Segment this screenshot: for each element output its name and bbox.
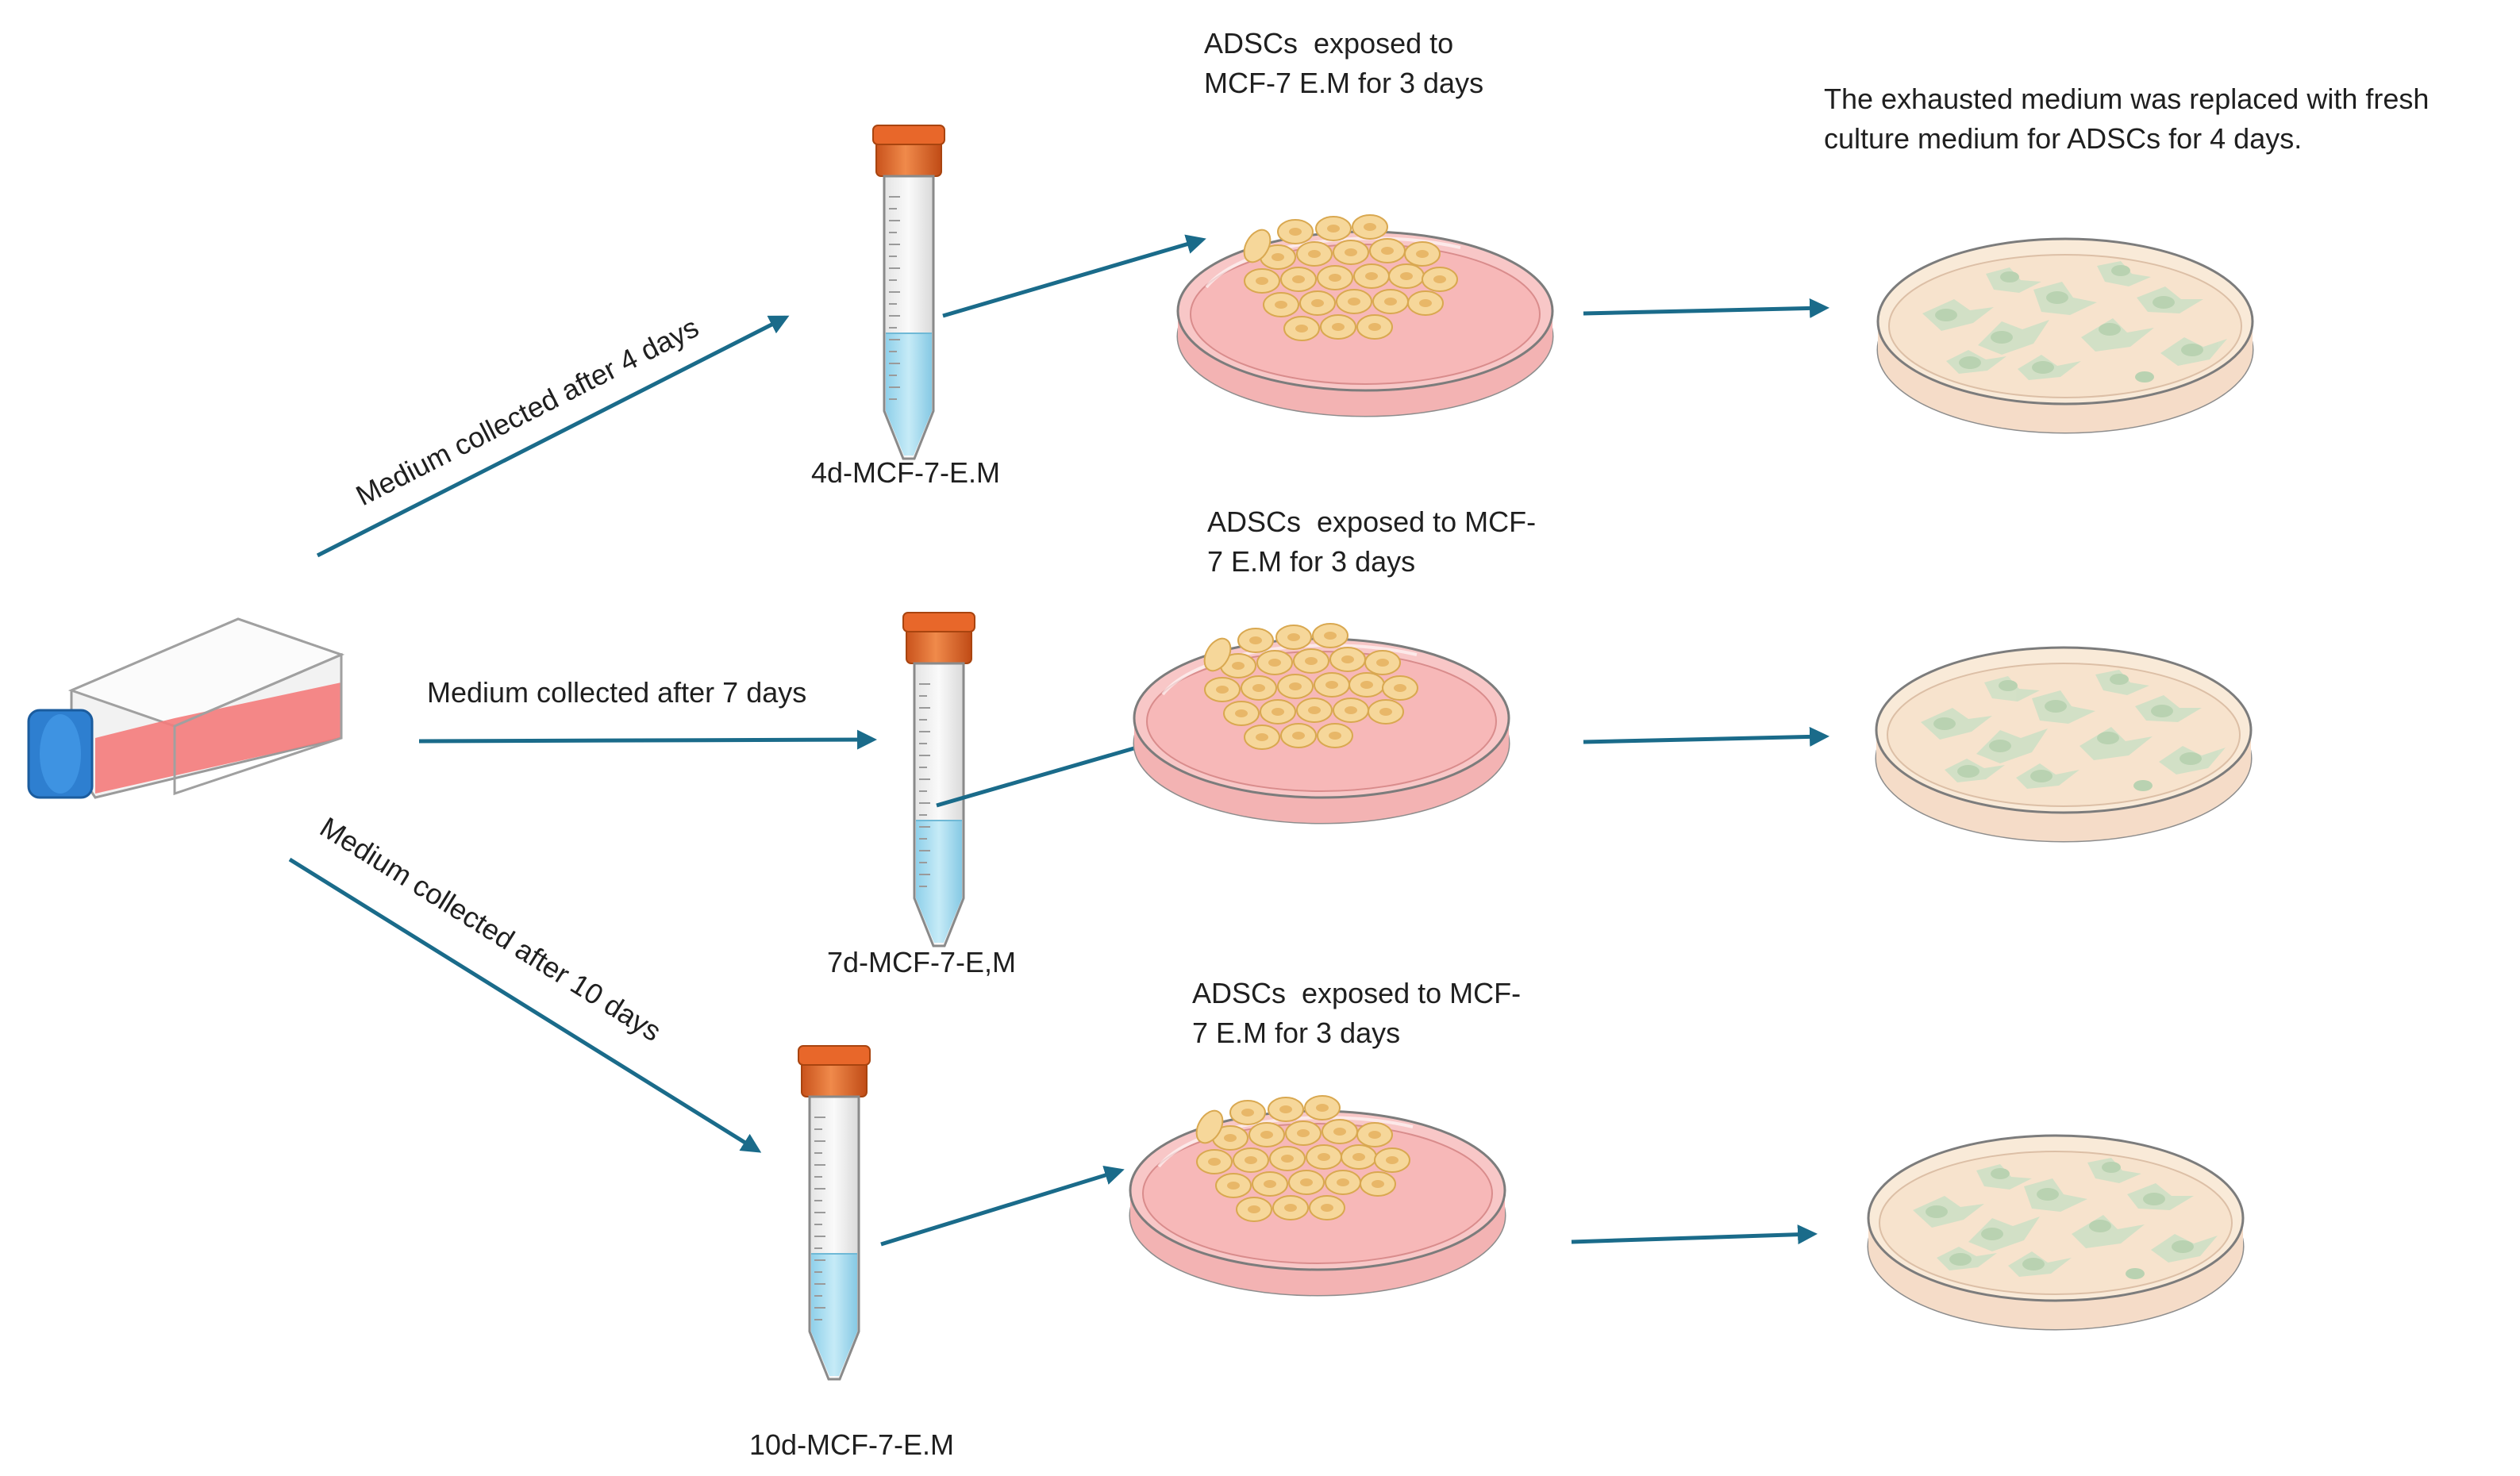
arrow-label-7d: Medium collected after 7 days	[427, 676, 807, 709]
exposed-label-4d-line2: MCF-7 E.M for 3 days	[1204, 67, 1484, 99]
tube-label-4d: 4d-MCF-7-E.M	[811, 456, 1001, 489]
dish-4d-exposed-icon	[1176, 214, 1554, 417]
exposed-label-10d-line1: ADSCs exposed to MCF-	[1192, 977, 1522, 1009]
exposed-label-7d-line1: ADSCs exposed to MCF-	[1207, 505, 1537, 538]
arrow-to-fresh-dish-4d	[1583, 298, 1829, 318]
exposed-label-4d-line1: ADSCs exposed to	[1204, 27, 1454, 60]
replaced-medium-label-line1: The exhausted medium was replaced with f…	[1824, 83, 2430, 115]
dish-4d-fresh-medium-icon	[1876, 237, 2254, 434]
tube-label-7d: 7d-MCF-7-E,M	[827, 946, 1017, 978]
dish-10d-fresh-medium-icon	[1867, 1134, 2245, 1331]
culture-flask-icon	[27, 617, 345, 799]
tube-label-10d: 10d-MCF-7-E.M	[749, 1428, 955, 1461]
dish-7d-exposed-icon	[1133, 623, 1510, 824]
dish-10d-exposed-icon	[1129, 1095, 1506, 1297]
tube-7d-icon	[902, 611, 976, 947]
replaced-medium-label-line2: culture medium for ADSCs for 4 days.	[1824, 122, 2303, 155]
arrow-to-fresh-dish-7d	[1583, 726, 1829, 747]
arrow-to-10d-tube	[288, 857, 762, 1153]
dish-7d-fresh-medium-icon	[1875, 646, 2253, 843]
exposed-label-7d-line2: 7 E.M for 3 days	[1207, 545, 1416, 578]
exposed-label-10d-line2: 7 E.M for 3 days	[1192, 1017, 1401, 1049]
arrow-to-fresh-dish-10d	[1571, 1224, 1818, 1245]
tube-10d-icon	[797, 1044, 871, 1381]
arrow-to-7d-tube	[418, 729, 877, 750]
arrow-to-4d-tube	[316, 315, 790, 558]
tube-4d-icon	[871, 124, 946, 460]
arrow-tube10d-to-dish	[880, 1165, 1125, 1247]
arrow-tube4d-to-dish	[942, 234, 1206, 318]
